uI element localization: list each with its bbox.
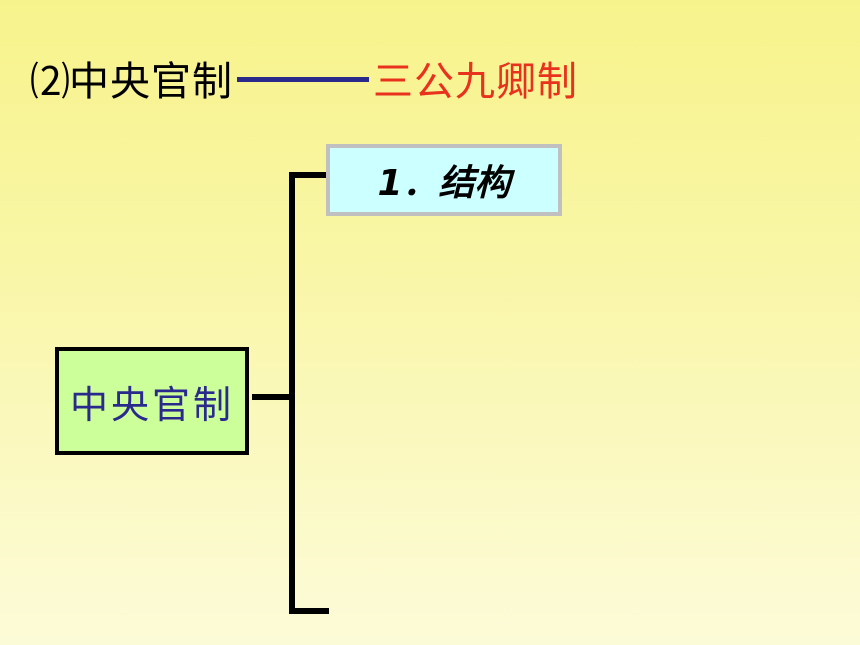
title-dash-line: [237, 76, 369, 82]
title-number: ⑵: [30, 59, 70, 105]
slide-title: ⑵ 中央官制 三公九卿制: [30, 52, 578, 105]
root-node-box: 中央官制: [55, 347, 249, 455]
title-topic: 中央官制: [69, 59, 233, 105]
title-answer: 三公九卿制: [373, 59, 578, 105]
root-node-label: 中央官制: [69, 382, 234, 427]
branch-node-label: 1．结构: [377, 163, 511, 204]
branch-node-structure: 1．结构: [326, 144, 562, 216]
